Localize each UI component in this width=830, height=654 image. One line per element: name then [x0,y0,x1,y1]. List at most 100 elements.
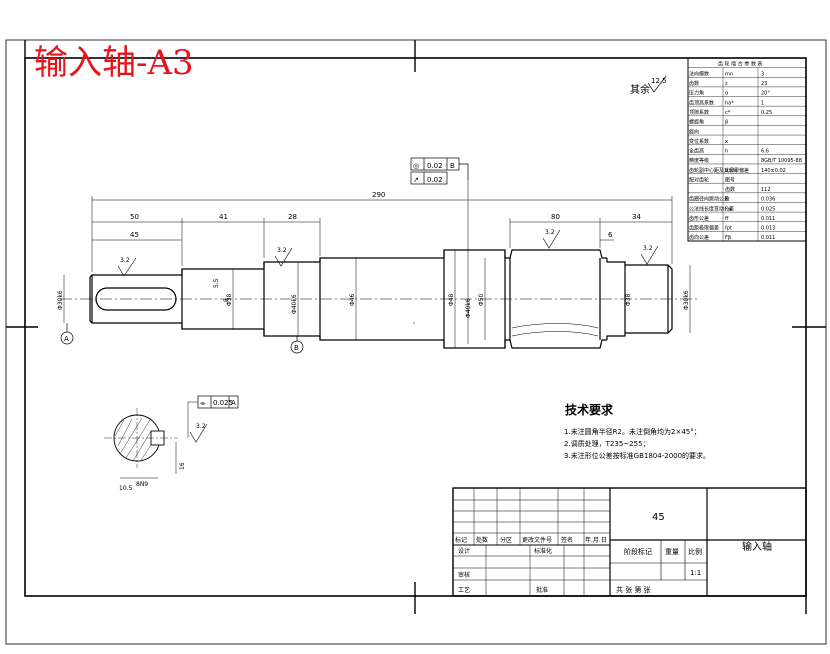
dim-dia-1: Φ30k6 [57,290,64,310]
tol-value-1: 0.02 [427,162,443,170]
param-symbol: Fr [725,197,731,203]
param-value: 20° [761,91,770,97]
rev-label-4: 更改文件号 [522,536,552,544]
general-roughness: 其余 12.5 [630,75,667,96]
tolerance-frame-group [410,157,469,185]
tol-symbol-1: ◎ [413,162,419,170]
datum-a-label: A [64,335,69,343]
param-value: 23 [761,81,767,87]
dim-dia-3: Φ40k6 [291,294,298,314]
length-dimensions [91,180,673,344]
sheet-label: 共 张 第 张 [616,585,651,594]
weight-label: 重量 [665,548,679,556]
part-name: 输入轴 [742,540,772,553]
rev-label-2: 处数 [476,536,488,544]
param-value: 8GB/T 10095-88 [761,158,802,164]
rev-label-3: 分区 [500,536,512,544]
dim-dia-7: Φ50 [478,293,485,306]
param-symbol: z [725,81,728,87]
section-fit: 8N9 [136,481,148,488]
center-hole-mark: ◦ [412,320,416,328]
rev-label-5: 签名 [561,536,573,544]
param-value: 0.036 [761,197,775,203]
param-table-header: 齿 轮 啮 合 参 数 表 [718,61,763,68]
dim-key-width: 8 [223,298,230,302]
param-symbol: x [725,139,728,145]
title-stamp: 输入轴-A3 [34,43,194,83]
param-symbol: ff [725,216,729,222]
param-symbol: α [725,91,729,97]
dim-length-1: 50 [130,213,139,221]
param-symbol: fpt [725,226,732,232]
param-value: 0.013 [761,226,775,232]
param-value: 1 [761,100,764,106]
role-label-standard: 标准化 [534,547,552,555]
dim-overall-length: 290 [372,191,385,199]
param-name: 齿数 [689,80,699,87]
param-symbol: Fβ [725,235,731,241]
roughness-other-label: 其余 [630,83,650,96]
param-value: 3 [761,71,764,77]
param-name: 螺旋角 [689,119,704,126]
tech-req-line-1: 1.未注圆角半径R2。未注倒角均为2×45°； [564,427,701,436]
roughness-mark-5: 3.2 [196,423,206,430]
datum-b-label: B [294,344,299,352]
param-symbol: a±fa [725,168,737,174]
param-symbol: h [725,149,728,155]
dim-dia-6: Φ40k6 [465,298,472,318]
param-name: 公法线长度变动公差 [689,205,734,212]
param-symbol: ha* [725,100,734,106]
role-label-process: 工艺 [458,586,470,594]
tol-value-2: 0.02 [427,176,443,184]
dim-length-2: 41 [219,213,228,221]
param-name: 全齿高 [689,148,704,155]
roughness-mark-2: 3.2 [277,247,287,254]
param-name: 配对齿轮 [689,176,709,183]
dim-key-depth: 5.5 [213,278,220,288]
param-value: 140±0.02 [761,168,786,174]
role-label-approve: 批准 [536,586,548,594]
section-width: 10.5 [119,485,133,492]
param-name: 压力角 [689,90,704,97]
dim-length-3: 28 [288,213,297,221]
param-name: 齿形公差 [689,215,709,222]
tol-datum-1: B [450,162,455,170]
param-name: 顶隙系数 [689,109,709,116]
dim-length-sub: 45 [130,231,139,239]
section-depth: 16 [179,462,186,470]
param-symbol: Fw [725,206,732,212]
sheet-border [5,39,827,645]
param-symbol: 图号 [725,177,735,183]
scale-label: 比例 [688,547,702,556]
roughness-mark-3: 3.2 [545,229,555,236]
dim-small-right: 6 [608,231,613,239]
tech-req-heading: 技术要求 [565,402,614,417]
material-code: 45 [652,512,665,523]
roughness-marks [117,229,659,443]
tol-value-3: 0.025 [213,399,233,407]
param-name: 法向模数 [689,70,709,77]
param-value: 0.025 [761,206,775,212]
dim-dia-9: Φ30k6 [683,290,690,310]
dim-length-right-1: 80 [551,213,560,221]
roughness-mark-4: 3.2 [643,245,653,252]
dim-dia-5: Φ48 [448,293,455,306]
param-name: 齿向公差 [689,234,709,241]
param-name: 变位系数 [689,138,709,145]
title-block [452,487,807,597]
tech-req-line-3: 3.未注形位公差按标准GB1804-2000的要求。 [564,451,710,460]
tol-symbol-2: ↗ [413,176,419,184]
scale-value: 1:1 [690,569,701,577]
param-value: 0.011 [761,235,775,241]
stage-label: 阶段标记 [624,547,652,556]
dim-length-right-2: 34 [632,213,641,221]
dim-dia-2: Φ38 [226,293,233,306]
param-name: 齿顶高系数 [689,99,714,106]
param-value: 6.6 [761,149,769,155]
tol-datum-3: A [231,399,236,407]
role-label-review: 审核 [458,571,470,579]
param-value: 0.25 [761,110,772,116]
role-label-design: 设计 [458,547,470,555]
